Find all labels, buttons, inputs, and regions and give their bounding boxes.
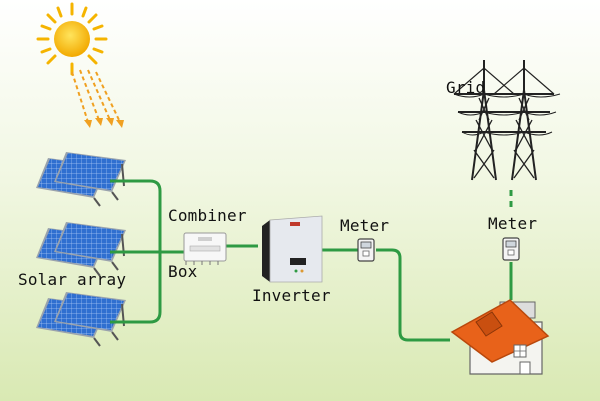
combiner-box-icon <box>183 232 227 265</box>
inverter-label: Inverter <box>252 286 331 305</box>
house-meter-label: Meter <box>340 216 390 235</box>
box-label: Box <box>168 262 198 281</box>
power-lines <box>453 93 561 136</box>
grid-label: Grid <box>446 78 486 97</box>
combiner-label: Combiner <box>168 206 247 225</box>
sun-rays <box>71 69 124 128</box>
meter-icon <box>502 237 520 261</box>
solar-array-label: Solar array <box>18 270 127 289</box>
inverter-icon <box>262 215 323 283</box>
wiring <box>110 179 513 342</box>
sun-icon <box>36 2 108 76</box>
house-icon <box>450 299 550 375</box>
meter-icon <box>357 238 375 262</box>
grid-meter-label: Meter <box>488 214 538 233</box>
